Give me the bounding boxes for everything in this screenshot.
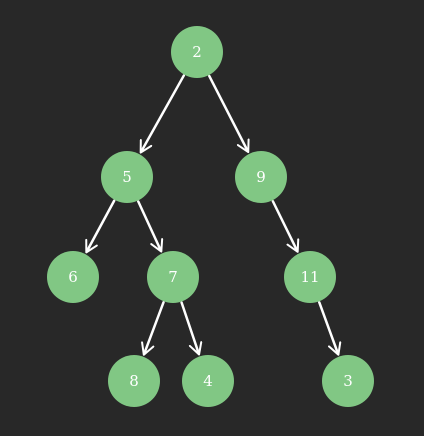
- nodes-group: 2 5 9 6 7 11 8 4 3: [47, 26, 374, 407]
- node-label: 7: [168, 268, 178, 286]
- node-label: 6: [68, 268, 78, 286]
- tree-node-9: 9: [235, 151, 287, 203]
- edge-2-to-5: [139, 74, 186, 154]
- edge-9-to-11: [271, 199, 300, 253]
- tree-node-11: 11: [284, 251, 336, 303]
- node-circle: [171, 26, 223, 78]
- tree-node-4: 4: [182, 355, 234, 407]
- tree-node-6: 6: [47, 251, 99, 303]
- node-label: 2: [192, 43, 202, 61]
- node-circle: [322, 355, 374, 407]
- node-circle: [235, 151, 287, 203]
- tree-node-7: 7: [147, 251, 199, 303]
- node-label: 8: [129, 372, 139, 390]
- node-circle: [47, 251, 99, 303]
- node-circle: [101, 151, 153, 203]
- node-label: 9: [256, 168, 266, 186]
- node-label: 3: [343, 372, 353, 390]
- edge-7-to-4: [180, 301, 203, 356]
- tree-node-5: 5: [101, 151, 153, 203]
- edge-2-to-9: [208, 74, 250, 154]
- node-circle: [147, 251, 199, 303]
- tree-node-3: 3: [322, 355, 374, 407]
- node-circle: [108, 355, 160, 407]
- edge-5-to-7: [137, 200, 164, 253]
- node-circle: [182, 355, 234, 407]
- node-label: 4: [203, 372, 213, 390]
- edges-group: [85, 74, 342, 356]
- node-label: 11: [300, 268, 319, 286]
- edge-7-to-8: [141, 301, 165, 356]
- node-label: 5: [122, 168, 132, 186]
- tree-node-2: 2: [171, 26, 223, 78]
- edge-11-to-3: [318, 301, 342, 356]
- edge-5-to-6: [85, 199, 116, 254]
- tree-node-8: 8: [108, 355, 160, 407]
- node-circle: [284, 251, 336, 303]
